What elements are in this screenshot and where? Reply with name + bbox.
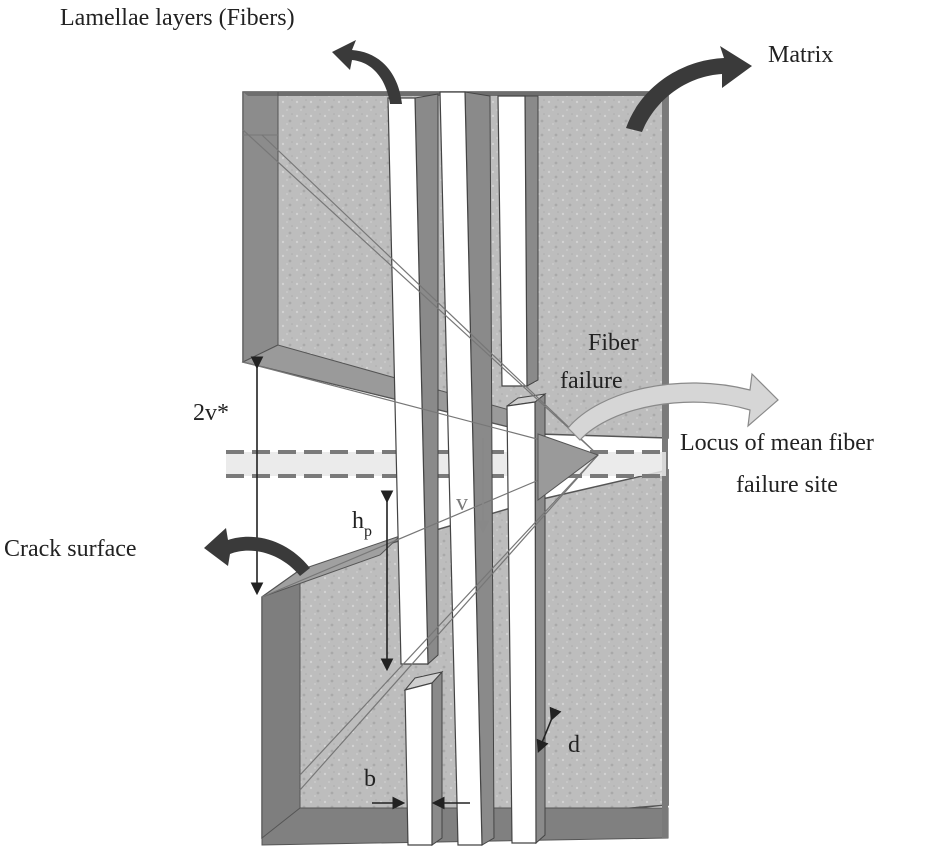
dimension-arrows: [250, 356, 562, 810]
fiber-2-face: [439, 91, 483, 846]
fiber-1: [387, 93, 439, 666]
lamellae-label: Lamellae layers (Fibers): [60, 5, 295, 31]
upper-block-left-inner-face: [242, 91, 279, 363]
fiber-2: [439, 91, 495, 846]
hp-main: h: [352, 508, 364, 534]
crack-surface-label: Crack surface: [4, 536, 137, 562]
locus-label-line1: Locus of mean fiber: [680, 430, 874, 456]
fiber-failure-arrow: [567, 372, 779, 441]
dim-d: [536, 706, 562, 753]
fiber-3-lower-face: [506, 401, 537, 844]
matrix-label: Matrix: [768, 42, 833, 68]
fiber-1-lower-side: [431, 670, 443, 846]
hp-label: hp: [352, 508, 372, 540]
crack-line-lower-2: [299, 454, 599, 776]
locus-band-fill: [226, 452, 666, 476]
fiber-3-upper: [497, 95, 539, 387]
fiber-1-lower-face: [404, 682, 433, 846]
fiber-3-upper-face: [497, 95, 528, 387]
b-label: b: [364, 766, 376, 792]
crack-line-upper-1: [242, 129, 599, 456]
matrix-arrow: [626, 46, 752, 132]
two-v-star-label: 2v*: [193, 400, 229, 426]
lamellae-arrow: [332, 40, 402, 104]
hp-sub: p: [364, 523, 372, 540]
lower-block-left-side: [261, 569, 301, 839]
v-label: v: [456, 490, 468, 516]
locus-band: [226, 450, 668, 478]
fiber-1-lower: [403, 670, 444, 846]
callout-arrows: [204, 40, 779, 576]
crack-line-lower-3: [299, 454, 599, 791]
d-label: d: [568, 732, 580, 758]
crack-tip-wedge: [537, 433, 600, 501]
crack-surface-arrow: [204, 528, 310, 576]
locus-label-line2: failure site: [736, 472, 838, 498]
fiber-failure-label-line1: Fiber: [588, 330, 639, 356]
crack-line-upper-2: [261, 134, 599, 456]
fiber-1-face: [387, 97, 429, 665]
fiber-failure-label-line2: failure: [560, 368, 623, 394]
